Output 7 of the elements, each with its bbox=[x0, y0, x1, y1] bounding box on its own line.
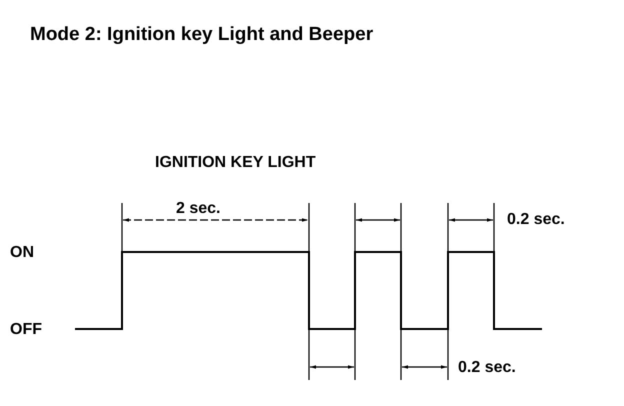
state-label: OFF bbox=[10, 322, 42, 338]
diagram-title: Mode 2: Ignition key Light and Beeper bbox=[30, 25, 374, 44]
state-label: ON bbox=[10, 245, 34, 261]
duration-label: 2 sec. bbox=[176, 201, 220, 217]
duration-label: 0.2 sec. bbox=[458, 360, 516, 376]
signal-name: IGNITION KEY LIGHT bbox=[155, 155, 316, 171]
duration-label: 0.2 sec. bbox=[507, 212, 565, 228]
